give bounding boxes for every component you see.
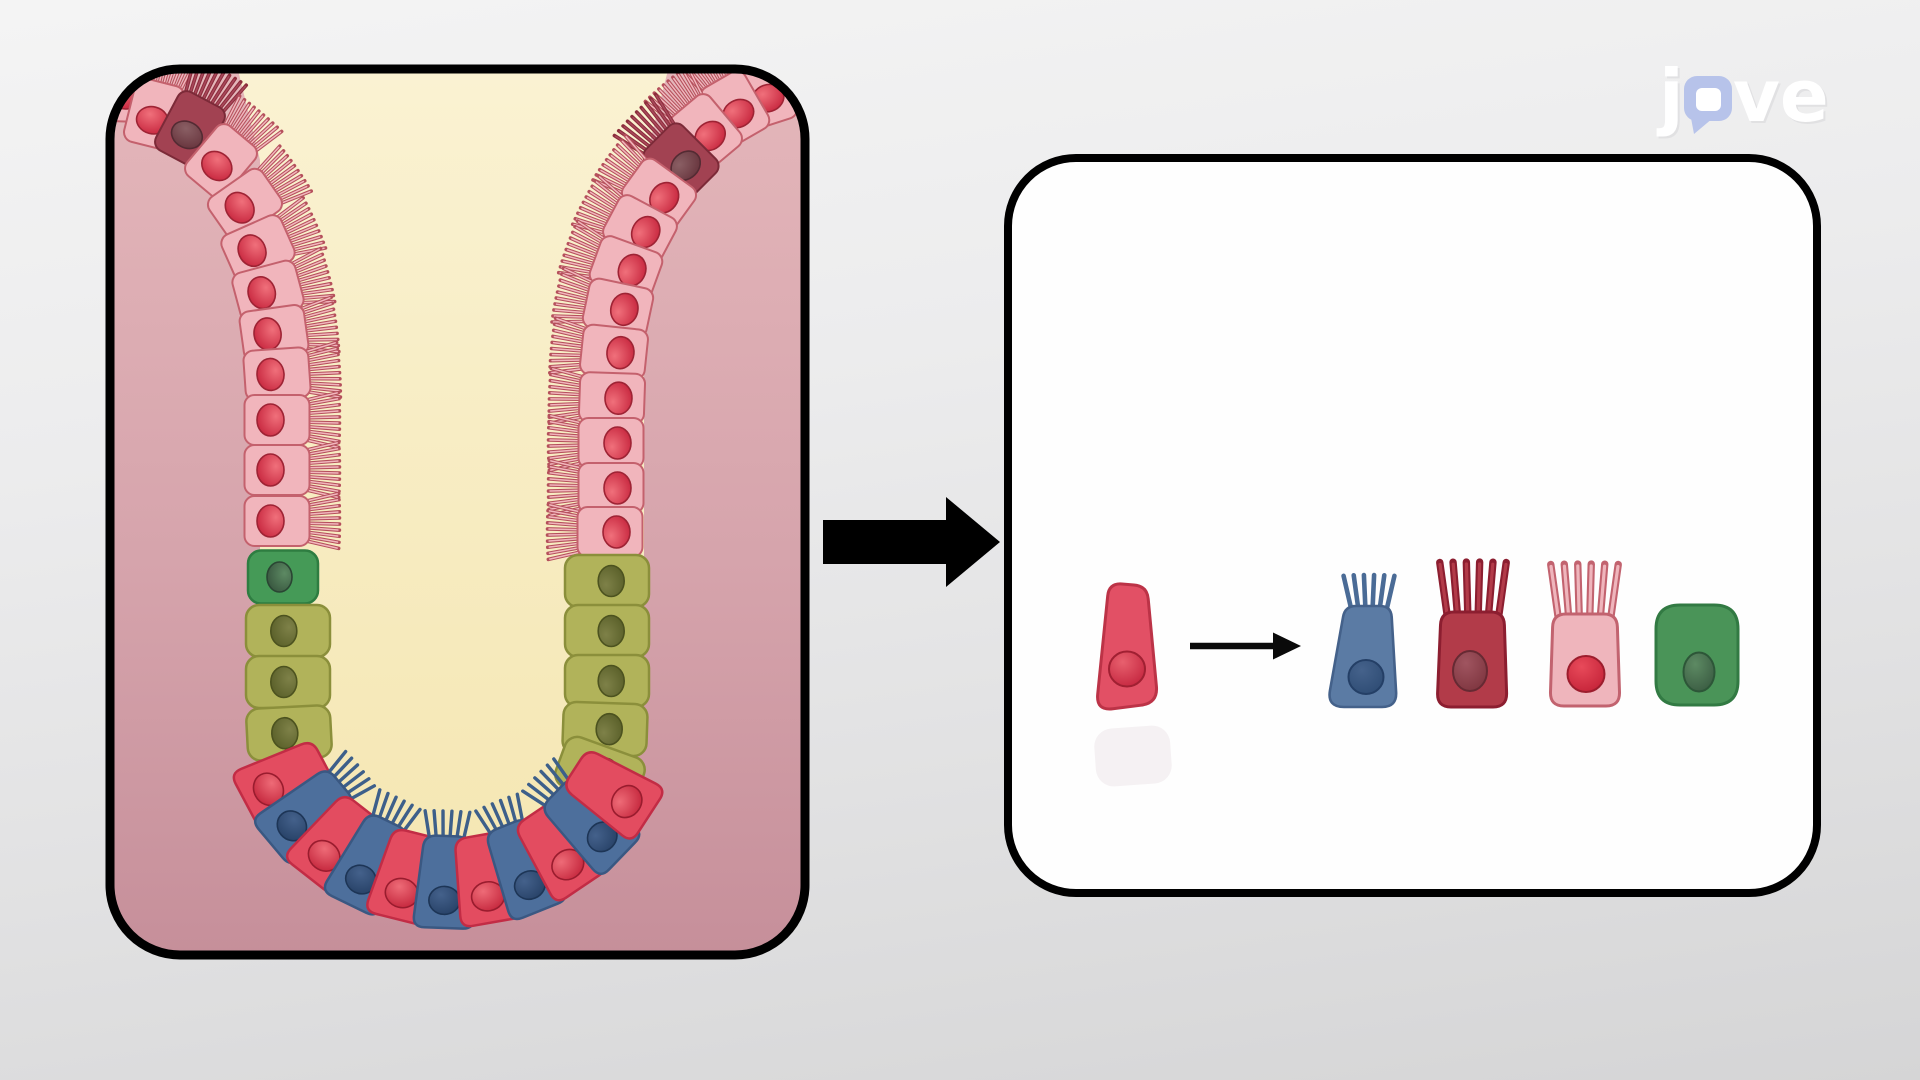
cell-pink-brush	[643, 69, 743, 169]
cell-pink-brush	[206, 144, 314, 241]
differentiation-arrow-head	[1273, 632, 1301, 660]
differentiation-arrow	[1190, 632, 1301, 660]
cell-blue-tuft	[521, 757, 641, 876]
cell-pink-brush	[547, 366, 647, 426]
cell-blue-tuft	[474, 792, 567, 921]
cell-pink-brush	[242, 340, 343, 402]
cell-red-stem-trapezoid	[1096, 582, 1159, 711]
cell-red	[565, 751, 664, 840]
logo-letters-ve: ve	[1733, 54, 1829, 138]
differentiated-cell-layer	[1096, 558, 1740, 711]
transition-arrow	[823, 497, 1000, 587]
left-panel-crypt	[105, 64, 810, 960]
cell-pink-brush	[548, 316, 649, 381]
faded-ghost-cell	[1094, 725, 1172, 787]
crypt-cell-layer	[110, 69, 799, 930]
cell-green	[246, 549, 320, 605]
cell-dark-red-brush	[612, 92, 720, 200]
cell-pink-brush	[545, 502, 644, 562]
cell-olive	[563, 553, 651, 609]
crypt-panel-border	[105, 64, 810, 960]
right-panel-differentiation	[1004, 154, 1821, 897]
cell-pink-brush	[546, 458, 645, 518]
cell-pink-brush	[243, 440, 342, 500]
cell-pink-brush	[243, 491, 342, 551]
logo-letter-j-shadow: j	[1658, 56, 1686, 140]
jove-logo: j ve j ve	[1656, 54, 1831, 140]
cell-olive	[244, 654, 332, 710]
cell-pink-brush	[1547, 560, 1622, 708]
differentiation-background	[1008, 158, 1817, 893]
logo-speech-bubble-icon	[1684, 76, 1732, 134]
logo-letter-j: j	[1656, 54, 1684, 138]
cell-dark-red-brush	[1436, 558, 1510, 709]
cell-pink-brush	[184, 94, 284, 199]
cell-pink-brush	[591, 133, 698, 231]
crypt-lumen	[238, 70, 668, 849]
differentiation-panel-border	[1004, 154, 1821, 897]
cell-red	[285, 795, 378, 894]
cell-green	[1654, 603, 1740, 707]
cell-blue-tuft	[1328, 572, 1398, 709]
logo-letters-ve-shadow: ve	[1735, 56, 1831, 140]
cell-olive	[563, 653, 651, 709]
cell-olive	[563, 603, 651, 659]
cell-pink-brush	[546, 413, 645, 473]
cell-olive	[244, 603, 332, 659]
